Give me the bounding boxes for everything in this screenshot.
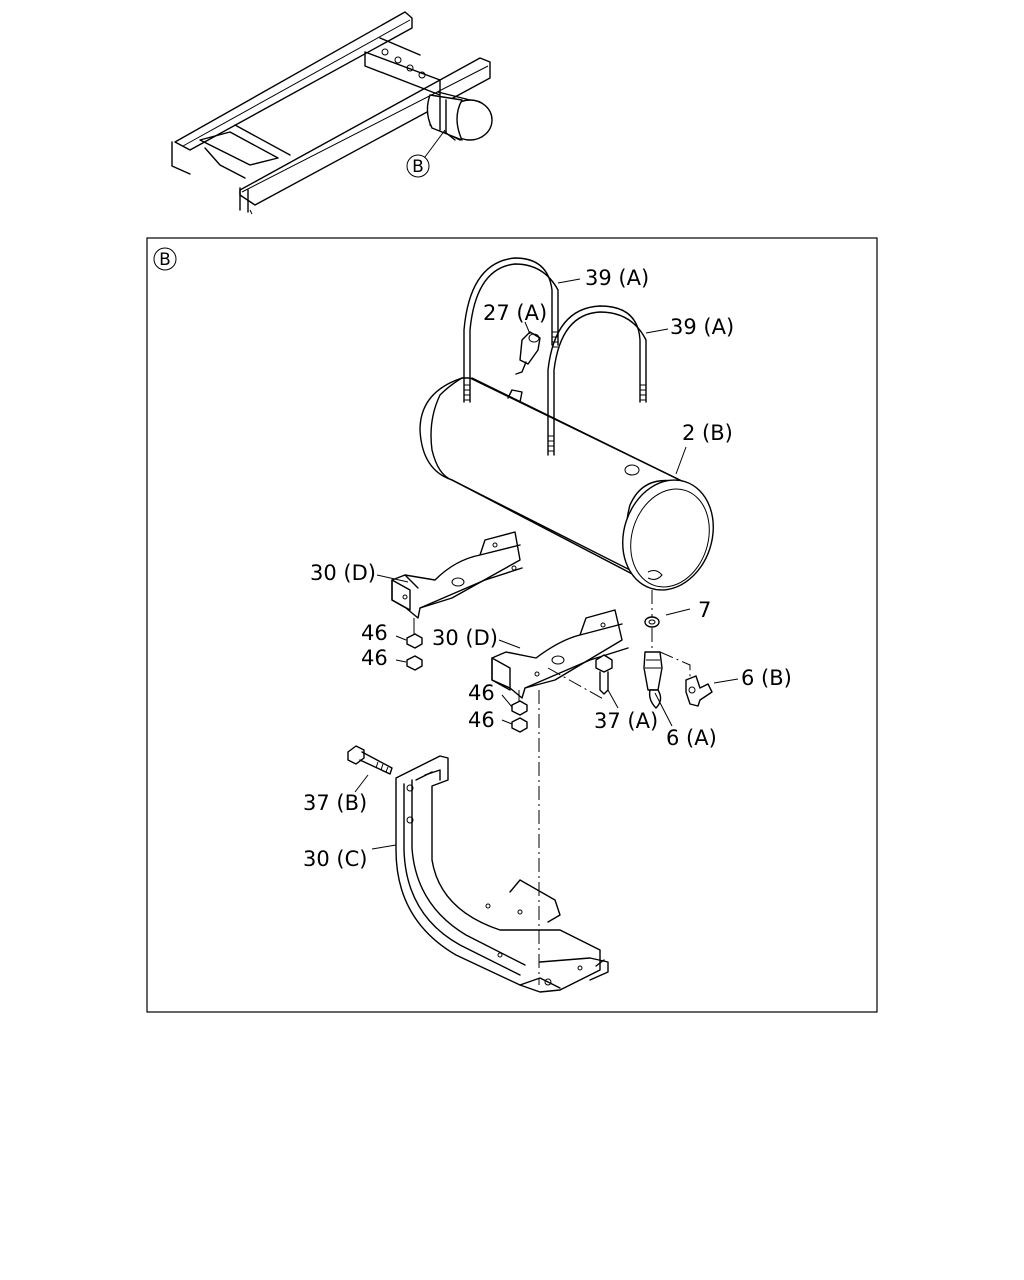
overview-callout-marker: B [406,154,430,178]
label-bolt-a: 37 (A) [594,709,658,733]
strap-upper [463,257,559,403]
label-washer: 7 [698,598,711,622]
bolt-a [547,654,613,701]
label-bracket-lower: 30 (D) [432,626,498,650]
overview-callout-label: B [412,157,424,177]
label-strap-lower: 39 (A) [670,315,734,339]
label-strap-upper: 39 (A) [585,266,649,290]
label-nut-2: 46 [361,646,388,670]
bracket-lower [491,609,629,699]
valve-a [643,651,691,709]
nut-upper-1 [406,618,423,649]
detail-frame [146,237,878,1013]
nut-lower-2 [511,717,528,733]
nut-lower-1 [511,690,528,716]
air-tank [419,377,714,591]
label-nut-3: 46 [468,681,495,705]
support-bracket [395,690,609,993]
bracket-upper [391,531,523,619]
strap-lower [547,305,647,456]
label-support: 30 (C) [303,847,367,871]
valve-b [685,675,713,707]
detail-view-label: B [159,250,171,270]
label-nut-1: 46 [361,621,388,645]
washer [644,590,660,648]
drain-fitting [515,331,541,375]
label-bracket-upper: 30 (D) [310,561,376,585]
detail-view-marker: B [153,247,177,271]
label-air-tank: 2 (B) [682,421,733,445]
leader-lines [354,278,739,850]
label-nut-4: 46 [468,708,495,732]
label-bolt-b: 37 (B) [303,791,367,815]
label-valve-b: 6 (B) [741,666,792,690]
nut-upper-2 [406,655,423,671]
label-drain-fitting: 27 (A) [483,301,547,325]
bolt-b [347,745,393,775]
label-valve-a: 6 (A) [666,726,717,750]
chassis-overview [171,11,493,215]
